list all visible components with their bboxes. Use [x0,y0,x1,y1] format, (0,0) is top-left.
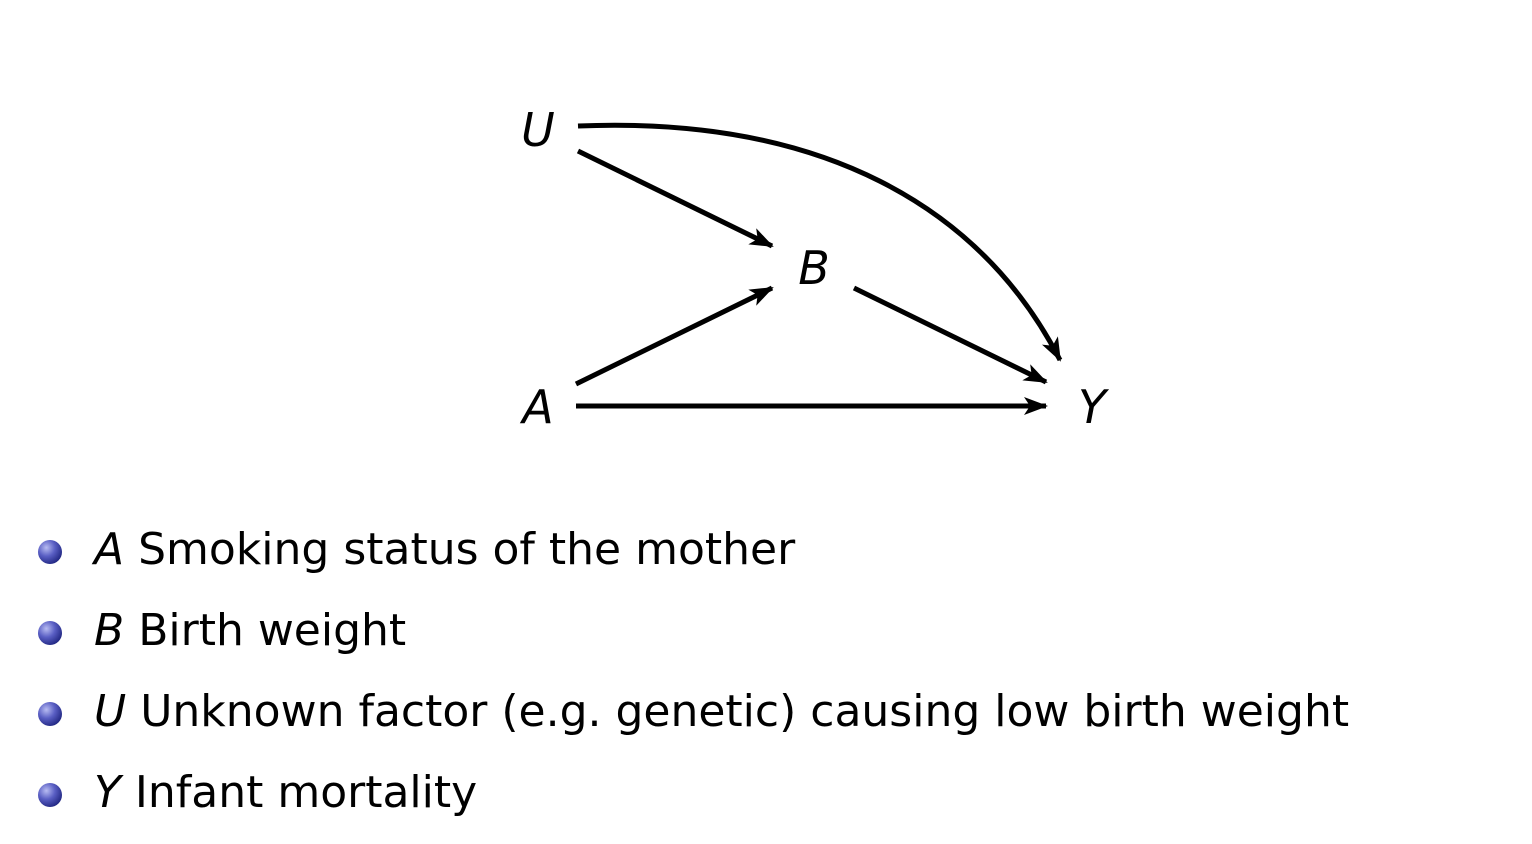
legend-symbol: B [94,605,125,656]
variable-legend: A Smoking status of the mother B Birth w… [38,520,1349,844]
legend-symbol: Y [94,767,121,818]
legend-item-u: U Unknown factor (e.g. genetic) causing … [38,682,1349,763]
bullet-icon [38,783,62,807]
edge-b-to-y [852,285,1048,385]
bullet-icon [38,540,62,564]
legend-text: Unknown factor (e.g. genetic) causing lo… [140,686,1350,737]
legend-text: Infant mortality [134,767,478,818]
legend-text: Birth weight [138,605,407,656]
bullet-icon [38,702,62,726]
legend-symbol: U [94,686,127,737]
edge-a-to-b [574,285,774,387]
node-u: U [521,103,555,157]
node-b: B [798,241,830,295]
legend-text: Smoking status of the mother [138,524,796,575]
legend-symbol: A [94,524,125,575]
legend-item-b: B Birth weight [38,601,1349,682]
edge-u-to-b [576,148,774,249]
legend-item-y: Y Infant mortality [38,763,1349,844]
edge-u-to-y [577,122,1063,362]
bullet-icon [38,621,62,645]
node-a: A [519,380,553,434]
legend-item-a: A Smoking status of the mother [38,520,1349,601]
node-y: Y [1078,380,1110,434]
